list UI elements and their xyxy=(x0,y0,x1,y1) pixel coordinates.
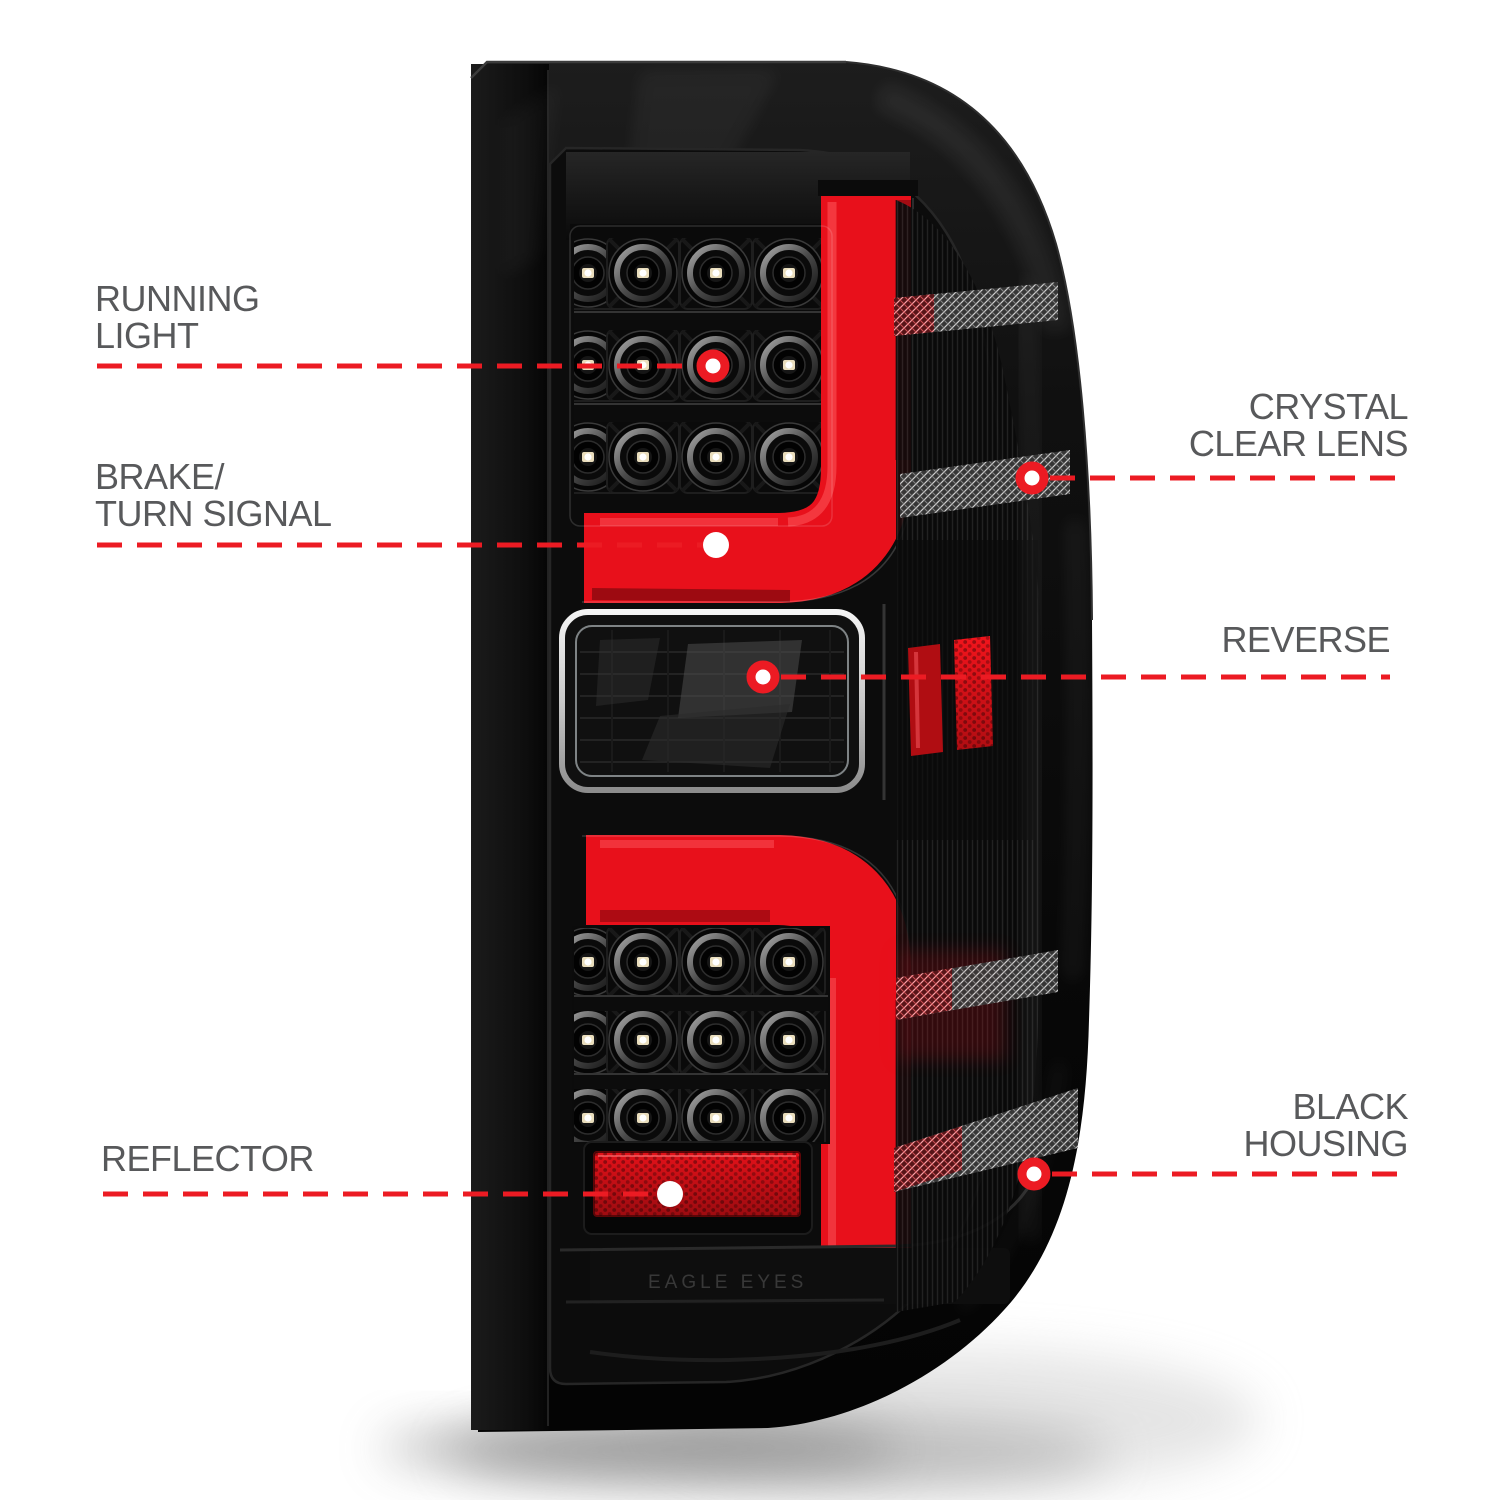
label-running-light: RUNNING LIGHT xyxy=(95,280,260,354)
dot-black-housing xyxy=(1017,1157,1051,1191)
led-cell xyxy=(753,926,825,998)
label-line: REVERSE xyxy=(1221,619,1390,660)
led-cell xyxy=(753,237,825,309)
label-line: TURN SIGNAL xyxy=(95,493,332,534)
dot-running-light xyxy=(696,349,730,383)
led-cell xyxy=(680,1004,752,1076)
label-line: HOUSING xyxy=(1243,1123,1408,1164)
label-line: CLEAR LENS xyxy=(1188,423,1409,464)
label-reverse: REVERSE xyxy=(1221,621,1390,658)
led-cell xyxy=(753,1004,825,1076)
led-cell xyxy=(753,421,825,493)
led-cell xyxy=(607,237,679,309)
callout-dots xyxy=(657,349,1051,1207)
running-light-led-grid xyxy=(570,224,832,528)
label-black-housing: BLACK HOUSING xyxy=(1243,1088,1408,1162)
led-cell xyxy=(753,329,825,401)
led-cell xyxy=(607,421,679,493)
dot-crystal-clear-lens xyxy=(1015,461,1049,495)
led-cell xyxy=(680,421,752,493)
reverse-light-lens xyxy=(559,604,886,800)
label-line: CRYSTAL xyxy=(1248,386,1409,427)
label-line: BRAKE/ xyxy=(95,456,225,497)
side-marker-reflectors xyxy=(908,636,993,756)
dot-brake-turn xyxy=(703,532,729,558)
led-cell xyxy=(607,926,679,998)
led-cell xyxy=(607,1004,679,1076)
label-line: LIGHT xyxy=(95,315,199,356)
label-brake-turn-signal: BRAKE/ TURN SIGNAL xyxy=(95,458,332,532)
reflector-strip xyxy=(583,1141,813,1235)
dot-reverse xyxy=(746,660,780,694)
label-line: REFLECTOR xyxy=(101,1138,314,1179)
label-line: BLACK xyxy=(1292,1086,1408,1127)
callout-lines xyxy=(97,363,1408,1197)
label-reflector: REFLECTOR xyxy=(101,1140,314,1177)
label-line: RUNNING xyxy=(95,278,260,319)
lower-led-grid xyxy=(572,926,830,1144)
label-crystal-clear-lens: CRYSTAL CLEAR LENS xyxy=(1188,386,1409,464)
embossed-marking: EAGLE EYES xyxy=(648,1272,807,1293)
led-cell xyxy=(680,237,752,309)
dot-reflector xyxy=(657,1181,683,1207)
led-cell xyxy=(680,926,752,998)
